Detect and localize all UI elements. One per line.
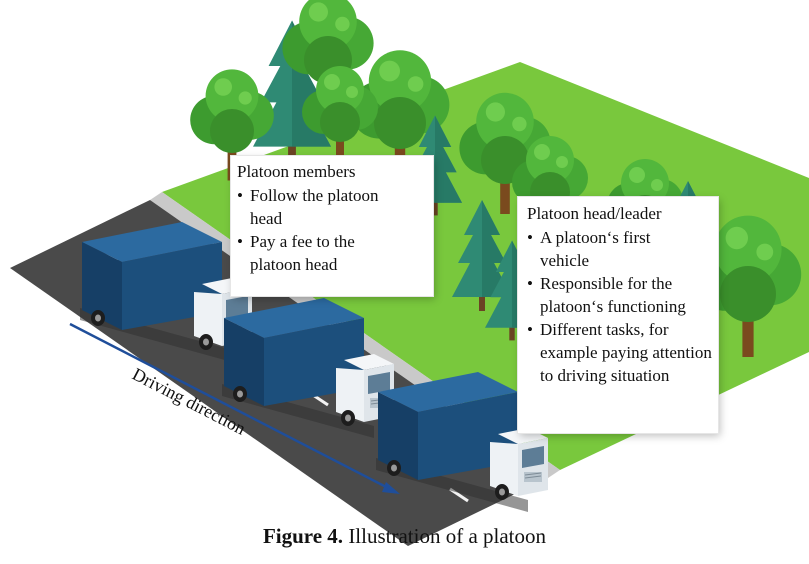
- members-item-follow: Follow the platoon head: [237, 184, 410, 230]
- members-item-fee: Pay a fee to the platoon head: [237, 230, 410, 276]
- platoon-leader-title: Platoon head/leader: [527, 204, 662, 223]
- platoon-members-callout: Platoon members Follow the platoon head …: [231, 156, 433, 296]
- driving-direction-arrow: [69, 322, 400, 494]
- leader-item-responsible: Responsible for the platoon‘s functionin…: [527, 272, 720, 318]
- leader-item-first-vehicle: A platoon‘s first vehicle: [527, 226, 692, 272]
- leader-item-tasks: Different tasks, for example paying atte…: [527, 318, 716, 387]
- platoon-leader-callout: Platoon head/leader A platoon‘s first ve…: [518, 197, 718, 433]
- platoon-members-title: Platoon members: [237, 162, 356, 181]
- figure-caption: Figure 4. Illustration of a platoon: [0, 524, 809, 549]
- caption-label: Figure 4.: [262, 524, 344, 548]
- caption-text: Illustration of a platoon: [343, 524, 547, 548]
